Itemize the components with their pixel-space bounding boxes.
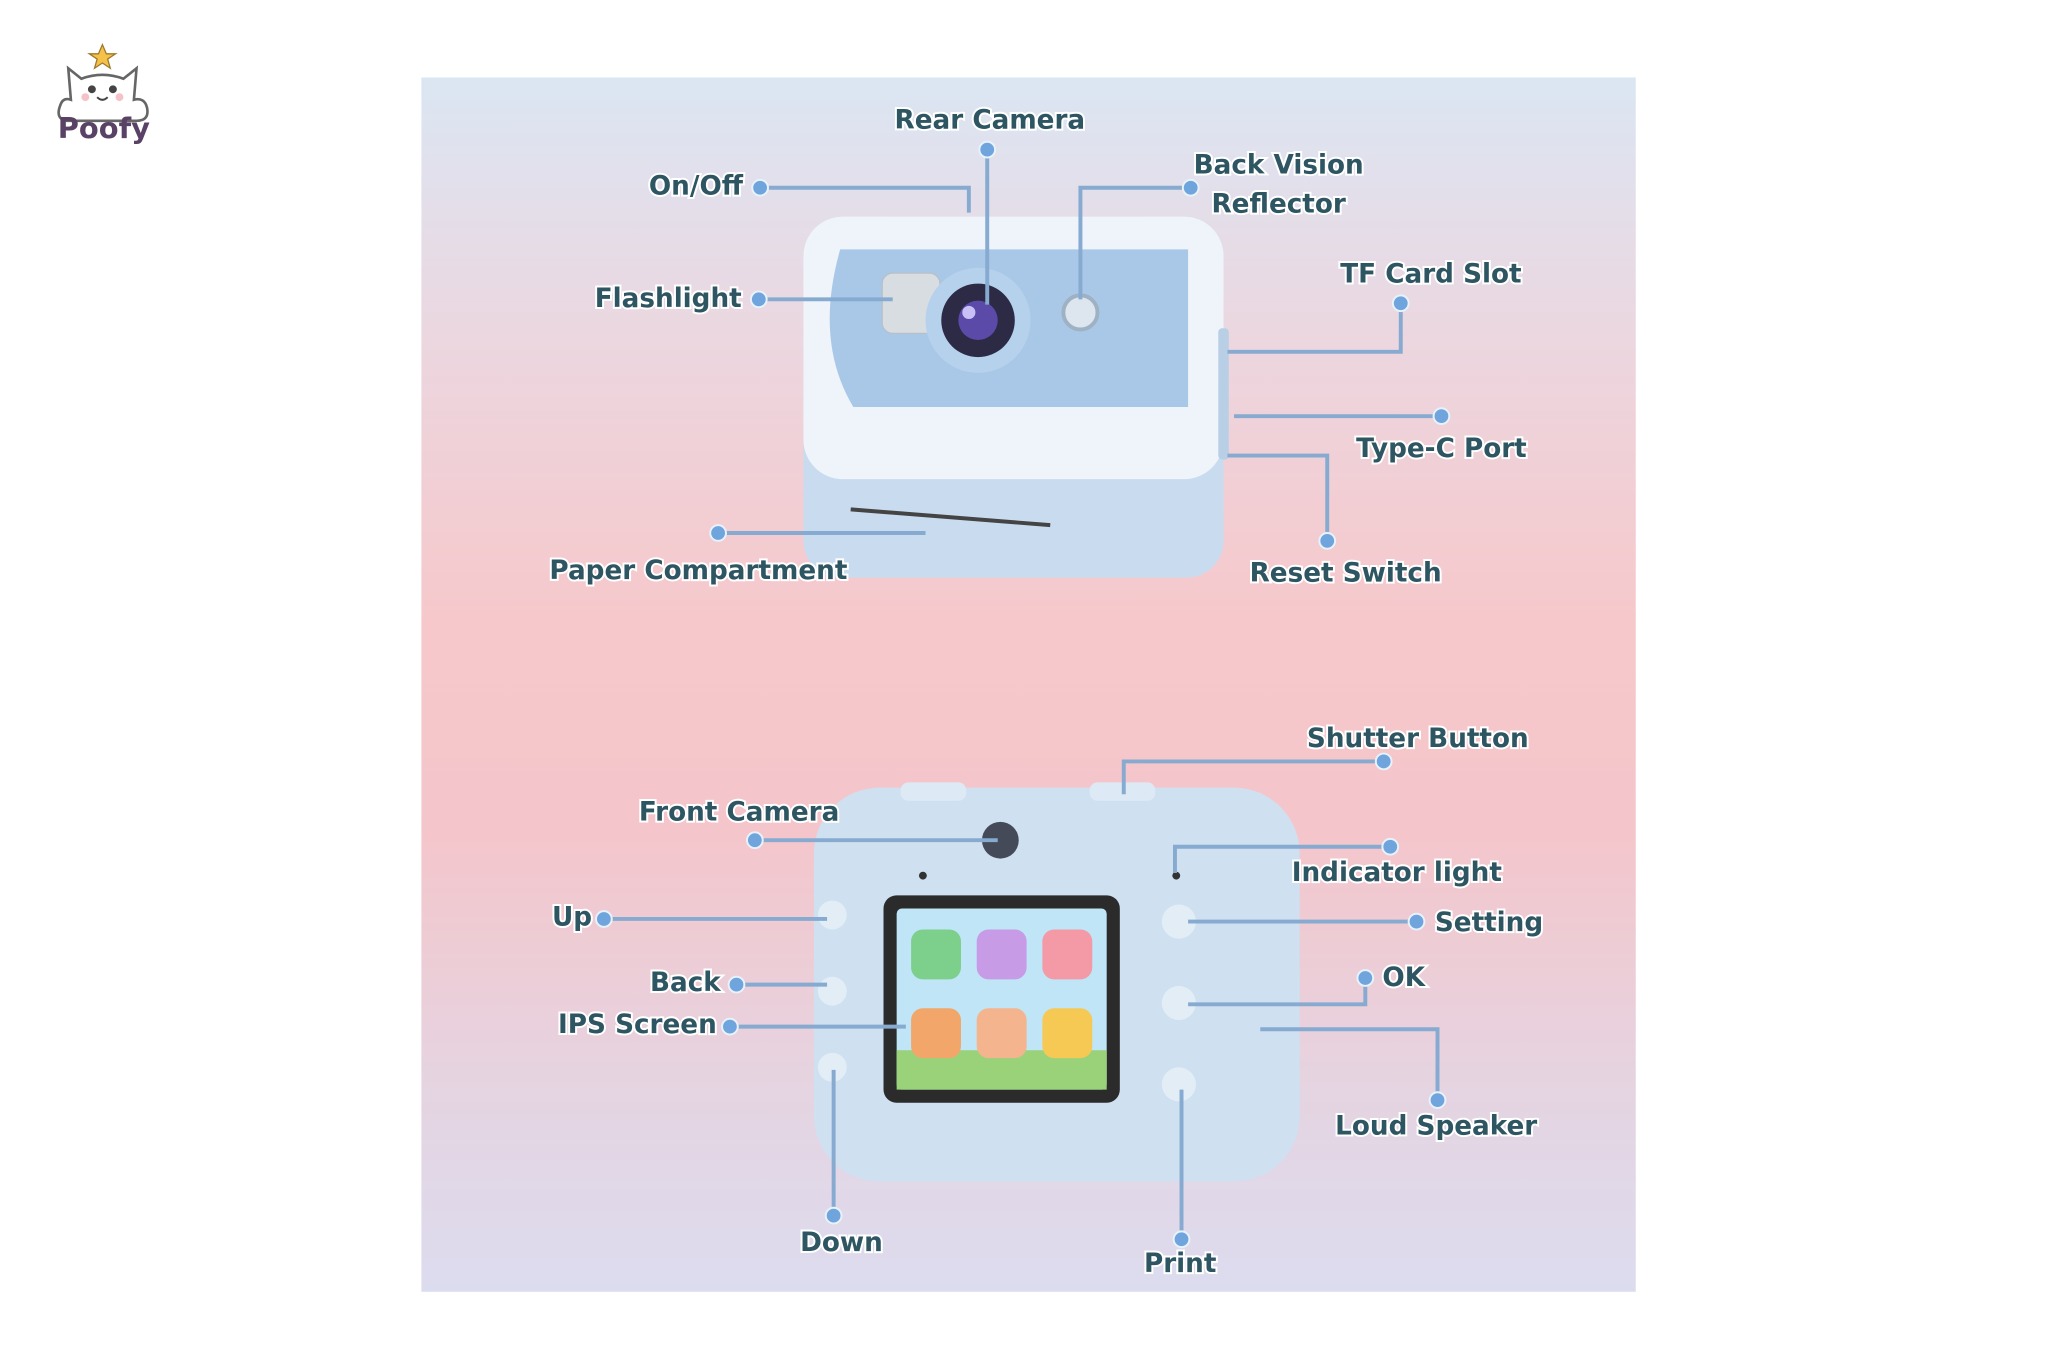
camera-front-illustration <box>813 782 1300 1182</box>
label-front-camera: Front Camera <box>639 798 839 828</box>
label-reflector: Reflector <box>1211 190 1345 220</box>
label-setting: Setting <box>1435 908 1543 938</box>
poofy-cat-logo <box>57 42 149 123</box>
label-on-off: On/Off <box>649 171 744 201</box>
label-indicator-light: Indicator light <box>1292 858 1502 888</box>
label-ok: OK <box>1382 963 1426 993</box>
leader-dots <box>595 140 1451 1249</box>
label-back: Back <box>650 968 721 998</box>
label-reset-switch: Reset Switch <box>1250 559 1442 589</box>
label-down: Down <box>800 1228 883 1258</box>
brand-logo-text: Poofy <box>57 112 151 146</box>
label-tf-card-slot: TF Card Slot <box>1340 259 1521 289</box>
label-rear-camera: Rear Camera <box>895 106 1086 136</box>
label-loud-speaker: Loud Speaker <box>1335 1111 1537 1141</box>
camera-diagram: Rear Camera On/Off Back Vision Reflector… <box>547 104 1545 1281</box>
label-up: Up <box>552 903 592 933</box>
leader-lines <box>603 149 1442 1240</box>
product-diagram-panel: Rear Camera On/Off Back Vision Reflector… <box>421 77 1636 1292</box>
label-back-vision: Back Vision <box>1194 150 1364 180</box>
camera-rear-illustration <box>803 216 1229 578</box>
label-flashlight: Flashlight <box>595 284 742 314</box>
label-shutter-button: Shutter Button <box>1307 724 1529 754</box>
label-type-c-port: Type-C Port <box>1356 434 1527 464</box>
label-paper-compartment: Paper Compartment <box>549 556 847 586</box>
label-print: Print <box>1144 1249 1216 1279</box>
label-ips-screen: IPS Screen <box>558 1010 717 1040</box>
